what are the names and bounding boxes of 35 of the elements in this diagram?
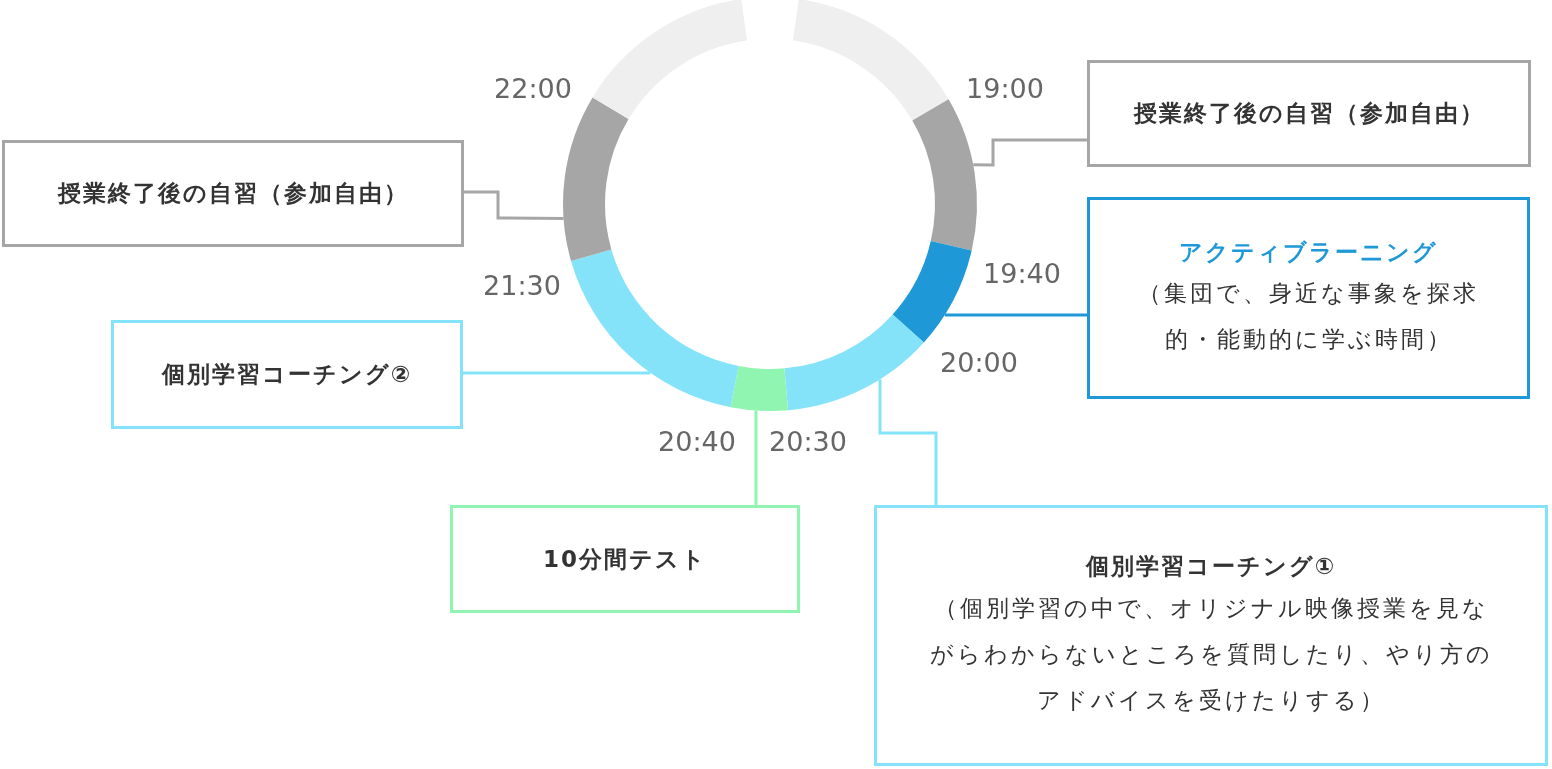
ring-segment [592,0,748,119]
label-box [874,505,1548,766]
label-box [450,505,800,613]
box-heading: 個別学習コーチング② [161,360,413,390]
leader-line [878,379,938,505]
label-box [1087,60,1531,167]
ring-segment [892,241,972,343]
box-heading: 個別学習コーチング① [1085,552,1337,582]
time-label: 19:40 [983,257,1061,289]
box-description: （集団で、身近な事象を探求的・能動的に学ぶ時間） [1137,279,1480,355]
ring-segment [784,314,924,411]
time-label: 20:30 [769,425,847,457]
ring-segment [792,0,949,121]
box-heading: アクティブラーニング [1179,237,1438,267]
ring-segment [563,97,629,262]
time-label: 20:00 [940,346,1018,378]
label-box [1087,197,1530,399]
box-heading: 授業終了後の自習（参加自由） [57,179,409,209]
leader-line [973,138,1087,167]
leader-line [463,371,651,375]
leader-line [754,410,758,505]
time-label: 19:00 [966,72,1044,104]
box-heading: 授業終了後の自習（参加自由） [1133,99,1485,129]
leader-line [464,190,564,220]
ring-segment [912,99,977,251]
ring-segment [730,365,789,411]
label-box [2,140,464,247]
box-heading: 10分間テスト [543,544,707,574]
label-box [111,320,463,429]
ring-segment [571,249,739,408]
leader-line [944,313,1087,317]
time-label: 22:00 [494,72,572,104]
time-label: 21:30 [483,269,561,301]
box-description: （個別学習の中で、オリジナル映像授業を見ながらわからないところを質問したり、やり方のアドバイスを受けたりする） [928,593,1494,715]
time-label: 20:40 [658,425,736,457]
